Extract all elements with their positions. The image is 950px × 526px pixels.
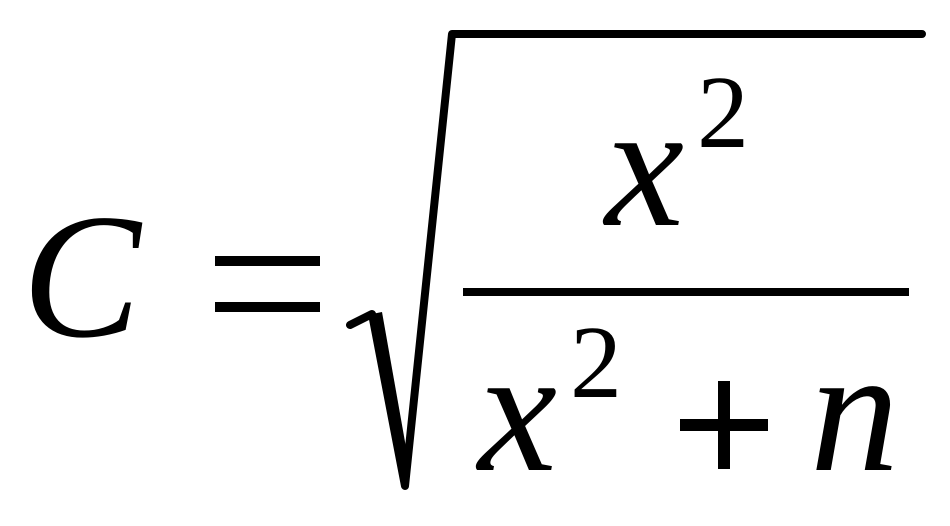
plus-sign bbox=[680, 381, 768, 469]
lhs-variable-c: C bbox=[22, 177, 143, 375]
denominator-variable-x: x bbox=[475, 311, 557, 509]
numerator-exponent: 2 bbox=[697, 55, 749, 170]
equals-sign bbox=[215, 256, 320, 312]
fraction-bar bbox=[463, 288, 909, 296]
denominator-exponent: 2 bbox=[570, 305, 622, 420]
numerator-variable-x: x bbox=[602, 66, 684, 264]
denominator-variable-n: n bbox=[810, 311, 899, 509]
